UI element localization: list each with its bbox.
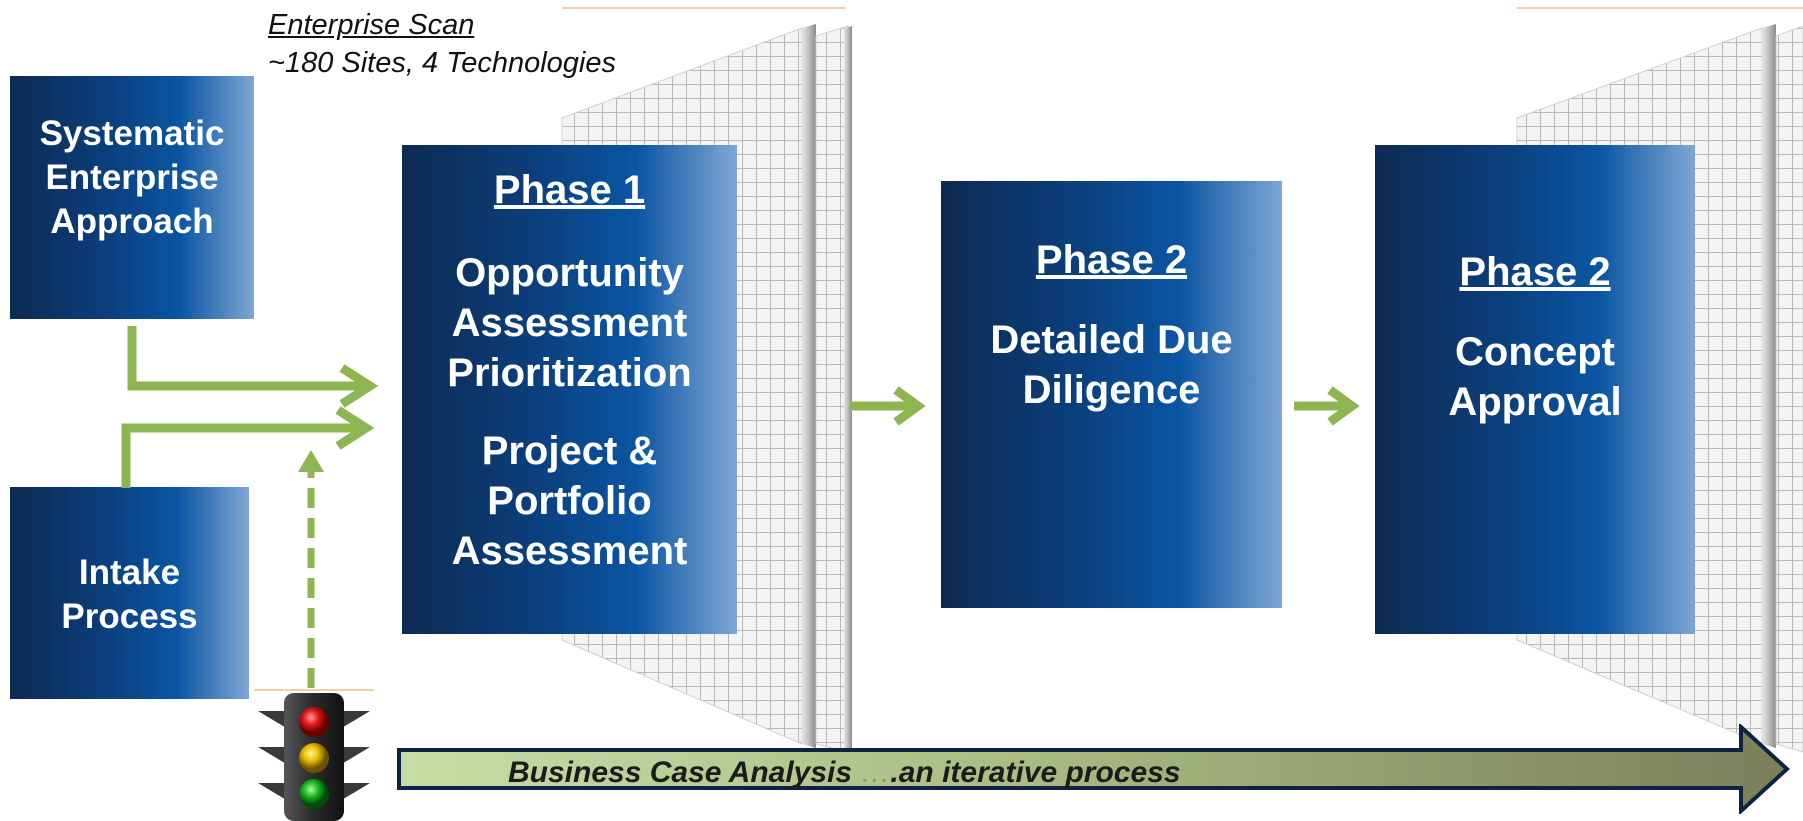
intake-process-box: Intake Process [10,487,249,699]
business-case-banner [397,724,1790,814]
box-line: Enterprise [45,158,219,197]
box-line: Portfolio [487,479,652,523]
phase1-heading: Phase 1 [493,168,646,212]
box-line: Detailed Due [990,318,1233,362]
arrow-up-icon [298,450,324,688]
scan-title: Enterprise Scan [268,9,475,41]
box-line: Approach [50,202,214,241]
box-line: Prioritization [447,351,692,395]
scan-subtitle: ~180 Sites, 4 Technologies [268,47,616,79]
box-line: Opportunity [455,251,684,295]
box-line: Process [61,597,198,636]
phase2a-heading: Phase 2 [1035,238,1188,282]
box-line: Systematic [39,114,225,153]
box-line: Intake [78,553,181,592]
banner-suffix: .an iterative process [890,756,1181,789]
banner-ellipsis: … [860,756,891,789]
banner-main-text: Business Case Analysis [508,756,853,789]
box-line: Approval [1448,380,1622,424]
box-line: Assessment [451,301,688,345]
arrow-right-icon [121,423,366,488]
banner-label: Business Case Analysis ….an iterative pr… [508,756,1181,790]
traffic-light-icon [258,693,370,821]
box-line: Concept [1455,330,1615,374]
phase2b-heading: Phase 2 [1459,250,1611,294]
box-line: Diligence [1022,368,1201,412]
phase1-box: Phase 1 Opportunity Assessment Prioritiz… [402,145,737,634]
arrow-right-icon [127,326,370,391]
enterprise-scan-label: Enterprise Scan ~180 Sites, 4 Technologi… [268,6,616,82]
systematic-approach-box: Systematic Enterprise Approach [10,76,254,319]
phase2-due-diligence-box: Phase 2 Detailed Due Diligence [941,181,1282,608]
box-line: Assessment [451,529,688,573]
box-line: Project & [481,429,658,473]
phase2-concept-approval-box: Phase 2 Concept Approval [1375,145,1695,634]
